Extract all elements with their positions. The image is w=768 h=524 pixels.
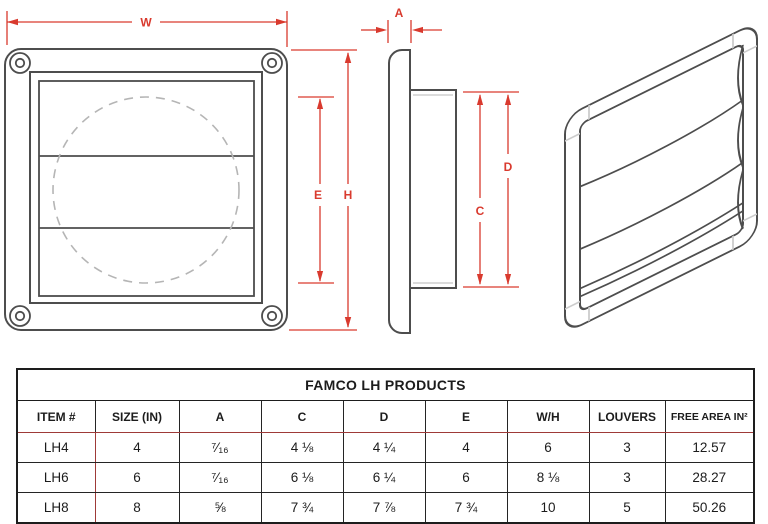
dim-d: D	[504, 94, 513, 285]
side-flange	[388, 49, 411, 334]
cell-wh: 6	[506, 432, 590, 463]
table-title-row: FAMCO LH PRODUCTS	[16, 368, 755, 401]
dim-e: E	[298, 96, 334, 284]
iso-corner-highlights	[565, 33, 757, 322]
cell-wh: 8 ⅛	[506, 462, 590, 493]
header-cell-c: C	[260, 400, 344, 433]
dim-label-c: C	[476, 204, 485, 218]
header-cell-size: SIZE (IN)	[94, 400, 180, 433]
dim-label-w: W	[140, 16, 152, 30]
header-cell-item: ITEM #	[16, 400, 96, 433]
header-cell-wh: W/H	[506, 400, 590, 433]
table-row-lh6: LH6 6 ⁷⁄₁₆ 6 ⅛ 6 ¼ 6 8 ⅛ 3 28.27	[16, 462, 755, 493]
dim-a: A	[361, 6, 442, 43]
header-cell-e: E	[424, 400, 508, 433]
cell-louvers: 5	[588, 492, 666, 524]
cell-c: 7 ¾	[260, 492, 344, 524]
cell-wh: 10	[506, 492, 590, 524]
cell-size: 4	[94, 432, 180, 463]
side-collar	[409, 89, 457, 289]
header-cell-louvers: LOUVERS	[588, 400, 666, 433]
dim-w: W	[6, 11, 288, 47]
front-louver-lines	[39, 155, 254, 229]
cell-c: 4 ⅛	[260, 432, 344, 463]
cell-free-area: 50.26	[664, 492, 755, 524]
front-louver-area	[38, 80, 255, 297]
dim-h: H	[289, 49, 357, 331]
cell-c: 6 ⅛	[260, 462, 344, 493]
screw-holes	[9, 52, 283, 327]
iso-louvers	[579, 44, 744, 298]
cell-e: 6	[424, 462, 508, 493]
iso-inner-frame	[579, 44, 744, 311]
front-outer-frame	[4, 48, 288, 331]
cell-d: 7 ⅞	[342, 492, 426, 524]
technical-drawing: W H E	[4, 6, 758, 334]
front-view	[4, 48, 288, 331]
table-row-lh8: LH8 8 ⅝ 7 ¾ 7 ⅞ 7 ¾ 10 5 50.26	[16, 492, 755, 524]
cell-e: 7 ¾	[424, 492, 508, 524]
cell-free-area: 12.57	[664, 432, 755, 463]
cell-item: LH8	[16, 492, 96, 524]
dim-label-a: A	[395, 6, 404, 20]
table-title: FAMCO LH PRODUCTS	[16, 368, 755, 401]
side-collar-edge-highlights	[413, 94, 453, 284]
dim-label-d: D	[504, 160, 513, 174]
cell-a: ⁷⁄₁₆	[178, 462, 262, 493]
isometric-view	[564, 27, 758, 328]
iso-outer-frame	[564, 27, 758, 328]
cell-item: LH4	[16, 432, 96, 463]
table-row-lh4: LH4 4 ⁷⁄₁₆ 4 ⅛ 4 ¼ 4 6 3 12.57	[16, 432, 755, 463]
front-dimensions: W H E	[6, 11, 357, 331]
duct-opening-dashed-circle	[52, 96, 240, 284]
cell-d: 6 ¼	[342, 462, 426, 493]
dim-c: C	[476, 94, 485, 285]
cell-a: ⅝	[178, 492, 262, 524]
cell-a: ⁷⁄₁₆	[178, 432, 262, 463]
cell-e: 4	[424, 432, 508, 463]
spec-table: FAMCO LH PRODUCTS ITEM # SIZE (IN) A C D…	[16, 368, 756, 524]
header-cell-free-area: FREE AREA IN²	[664, 400, 755, 433]
cell-louvers: 3	[588, 462, 666, 493]
cell-free-area: 28.27	[664, 462, 755, 493]
front-housing	[29, 71, 263, 304]
cell-louvers: 3	[588, 432, 666, 463]
dim-label-e: E	[314, 188, 322, 202]
cell-d: 4 ¼	[342, 432, 426, 463]
header-cell-d: D	[342, 400, 426, 433]
cell-size: 8	[94, 492, 180, 524]
dim-label-h: H	[344, 188, 353, 202]
cell-item: LH6	[16, 462, 96, 493]
side-dimensions: A C	[361, 6, 519, 288]
cell-size: 6	[94, 462, 180, 493]
header-cell-a: A	[178, 400, 262, 433]
table-header-row: ITEM # SIZE (IN) A C D E W/H LOUVERS FRE…	[16, 400, 755, 433]
side-view	[388, 49, 457, 334]
